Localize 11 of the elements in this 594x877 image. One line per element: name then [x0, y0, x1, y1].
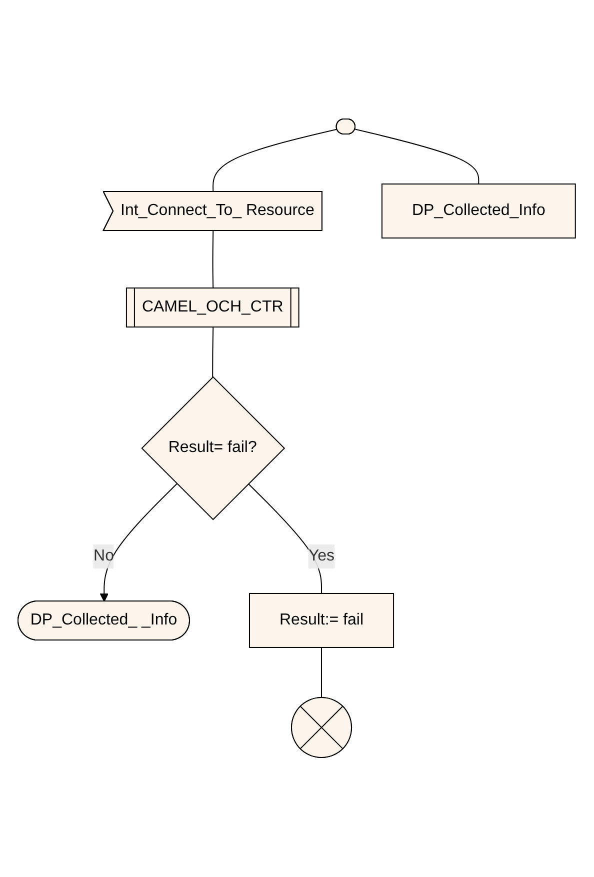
node-diamond [141, 376, 286, 520]
node-box [382, 184, 576, 239]
arrow [100, 484, 178, 602]
connector [212, 128, 338, 193]
connector [355, 128, 480, 185]
connector [321, 647, 322, 698]
edge-label: No [94, 548, 114, 565]
edge-label: Yes [308, 548, 335, 565]
connector [212, 230, 214, 290]
node-box [249, 593, 394, 648]
connector [212, 327, 214, 378]
